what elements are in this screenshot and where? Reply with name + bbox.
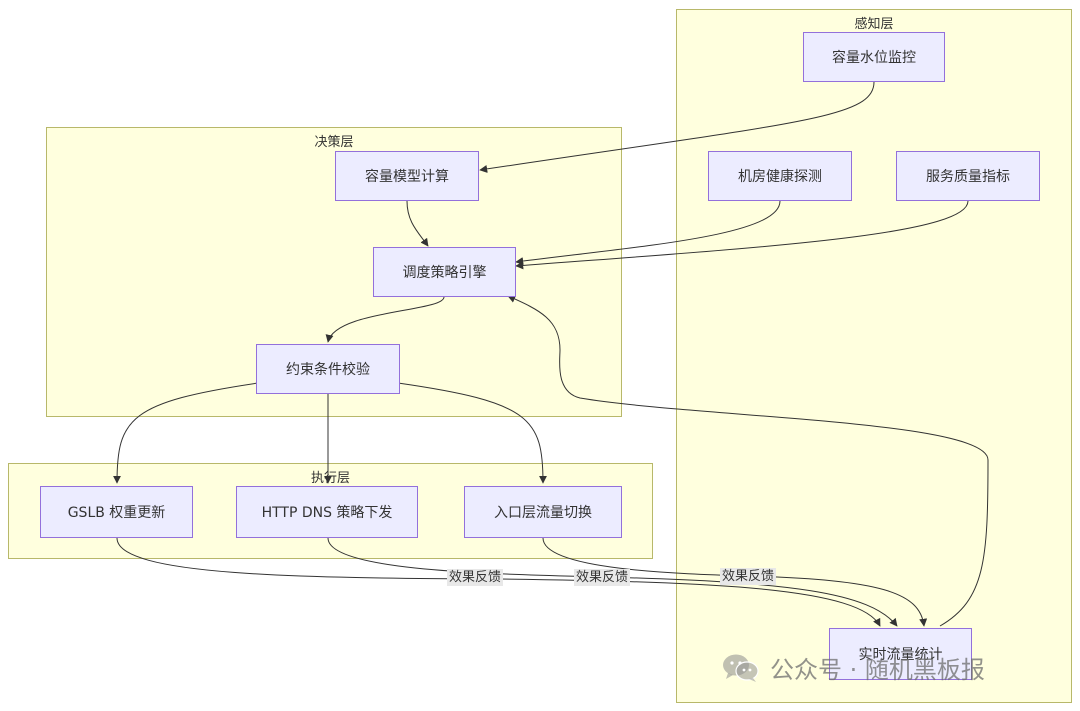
node-datacenter-health[interactable]: 机房健康探测: [708, 151, 852, 201]
edge-constraint-check-to-ingress: [397, 382, 547, 484]
edge-realtime-traffic-to-scheduling-engine: [507, 295, 989, 627]
edge-capacity-model-to-scheduling-engine: [406, 200, 429, 247]
node-gslb-weight[interactable]: GSLB 权重更新: [40, 486, 193, 538]
edge-label-gslb-feedback: 效果反馈: [447, 569, 504, 586]
perception-layer-title: 感知层: [854, 17, 894, 32]
edge-label-ingress-feedback: 效果反馈: [720, 568, 777, 585]
node-constraint-check[interactable]: 约束条件校验: [256, 344, 400, 394]
node-realtime-traffic[interactable]: 实时流量统计: [829, 628, 972, 680]
edge-service-quality-to-scheduling-engine: [515, 200, 969, 270]
edge-datacenter-health-to-scheduling-engine: [515, 200, 781, 266]
wechat-icon: [723, 654, 759, 682]
edge-label-httpdns-feedback: 效果反馈: [574, 569, 631, 586]
edge-scheduling-engine-to-constraint-check: [325, 296, 445, 343]
node-capacity-model[interactable]: 容量模型计算: [335, 151, 479, 201]
decision-layer-title: 决策层: [314, 135, 354, 150]
edge-capacity-watermark-to-capacity-model: [479, 81, 875, 173]
edge-constraint-check-to-gslb: [113, 382, 259, 484]
node-httpdns-policy[interactable]: HTTP DNS 策略下发: [236, 486, 418, 538]
node-capacity-watermark[interactable]: 容量水位监控: [803, 32, 945, 82]
node-service-quality[interactable]: 服务质量指标: [896, 151, 1040, 201]
watermark-text: 公众号 · 随机黑板报: [770, 656, 985, 684]
watermark: 公众号 · 随机黑板报: [722, 650, 985, 685]
node-ingress-switch[interactable]: 入口层流量切换: [464, 486, 622, 538]
node-scheduling-engine[interactable]: 调度策略引擎: [373, 247, 516, 297]
